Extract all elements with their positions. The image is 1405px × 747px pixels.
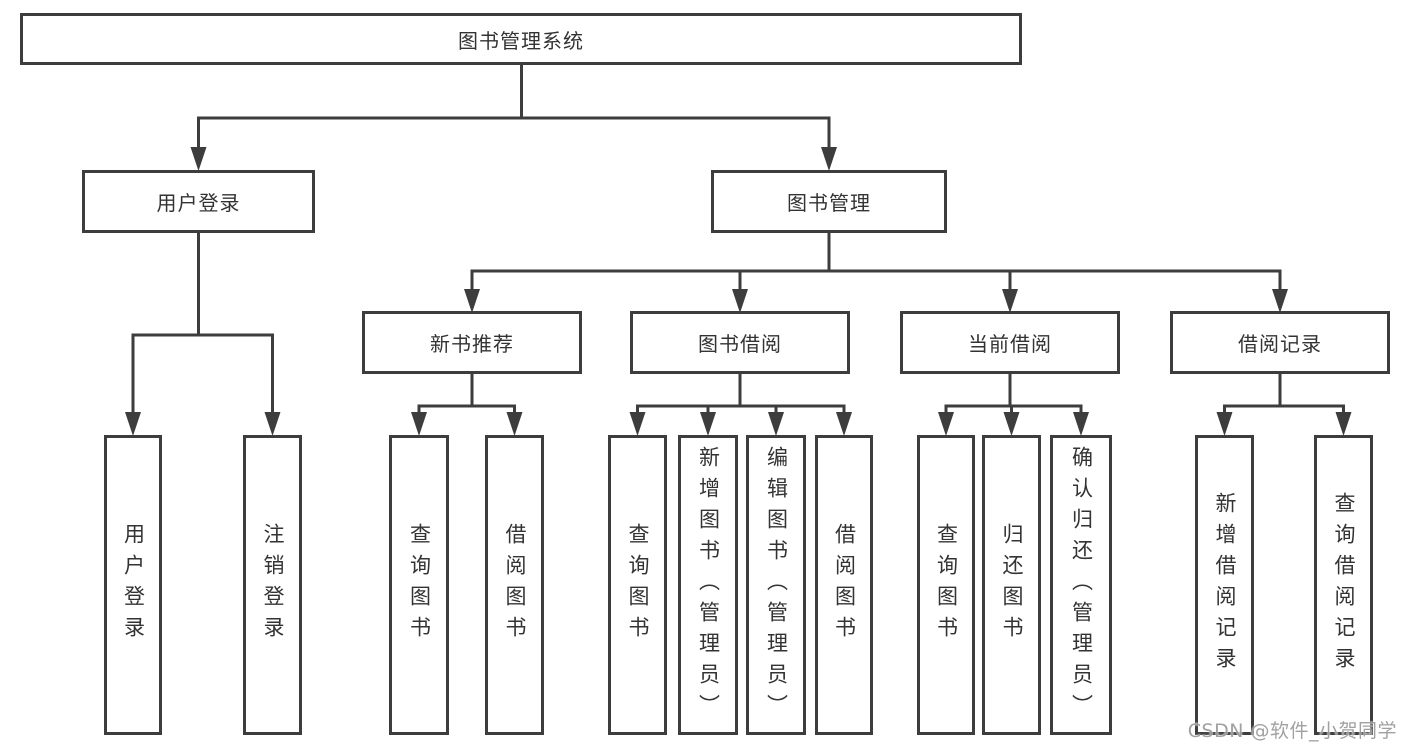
leaf-borrow-books: 借阅图书 [815,435,873,735]
node-user-login: 用户登录 [82,170,315,233]
node-borrowing-records: 借阅记录 [1170,311,1390,374]
node-book-management: 图书管理 [711,170,947,233]
leaf-add-borrow-record: 新增借阅记录 [1195,435,1254,735]
leaf-return-books: 归还图书 [982,435,1041,735]
node-new-book-recommend: 新书推荐 [362,311,582,374]
leaf-user-login: 用户登录 [104,435,162,735]
node-current-borrowing: 当前借阅 [900,311,1120,374]
node-book-borrowing: 图书借阅 [630,311,850,374]
leaf-query-borrow-record: 查询借阅记录 [1314,435,1373,735]
leaf-query-books: 查询图书 [917,435,975,735]
leaf-edit-book-admin: 编辑图书（管理员） [746,435,806,735]
leaf-borrow-books: 借阅图书 [485,435,544,735]
leaf-query-books: 查询图书 [389,435,449,735]
csdn-watermark: CSDN @软件_小贺同学 [1187,720,1397,742]
arrowheads [125,147,1352,436]
leaf-logout: 注销登录 [243,435,302,735]
leaf-confirm-return-admin: 确认归还（管理员） [1050,435,1112,735]
leaf-query-books: 查询图书 [608,435,667,735]
leaf-add-book-admin: 新增图书（管理员） [678,435,738,735]
node-root-library-system: 图书管理系统 [20,13,1022,65]
